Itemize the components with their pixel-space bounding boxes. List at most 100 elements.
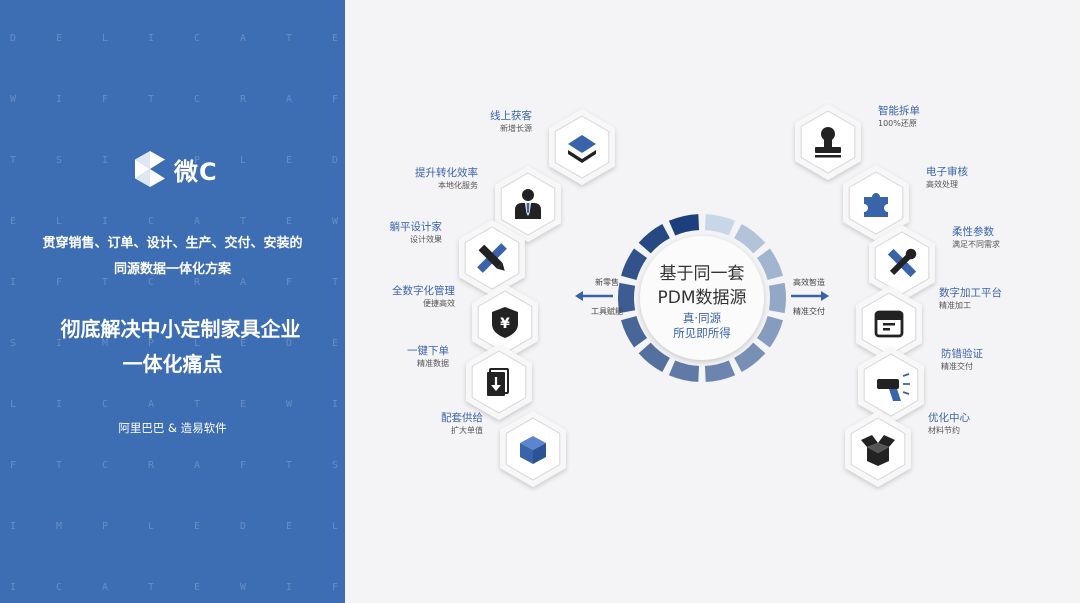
- background-letter: A: [194, 460, 201, 471]
- left-node-label: 线上获客新增长源: [382, 109, 532, 135]
- center-title-line-2: PDM数据源: [657, 288, 747, 308]
- tagline-line-1: 贯穿销售、订单、设计、生产、交付、安装的: [42, 236, 303, 251]
- background-letter: F: [10, 460, 17, 471]
- left-node-5: [466, 344, 532, 420]
- background-letter: W: [10, 94, 17, 105]
- right-node-subtitle: 高效处理: [926, 180, 958, 189]
- left-node-title: 提升转化效率: [415, 167, 478, 179]
- right-node-6: [845, 411, 911, 487]
- left-node-subtitle: 扩大单值: [451, 426, 483, 435]
- ring-segment: [620, 316, 648, 348]
- background-letter: C: [194, 33, 201, 44]
- background-letter: T: [10, 155, 17, 166]
- left-node-label: 全数字化管理便捷高效: [305, 284, 455, 310]
- background-letter: S: [10, 338, 17, 349]
- background-letter: E: [10, 216, 17, 227]
- background-letter: E: [286, 521, 293, 532]
- left-node-title: 线上获客: [490, 110, 532, 122]
- right-node-label: 数字加工平台精准加工: [939, 286, 1080, 312]
- ring-segment: [668, 214, 700, 236]
- background-letter: T: [194, 399, 201, 410]
- background-letter: T: [332, 277, 339, 288]
- brand-name: 微C: [174, 157, 218, 186]
- left-node-subtitle: 本地化服务: [438, 181, 478, 190]
- tagline-line-2: 同源数据一体化方案: [113, 262, 231, 277]
- headline-line-2: 一体化痛点: [122, 352, 223, 376]
- right-node-5: [858, 347, 924, 423]
- left-arrow: [575, 291, 613, 301]
- ring-segment: [756, 248, 784, 280]
- background-letter: F: [332, 94, 339, 105]
- box-icon: [520, 436, 546, 464]
- left-arrow-label-bottom: 工具赋能: [591, 307, 623, 316]
- diagram-canvas: ¥: [459, 104, 935, 487]
- ring-segment: [768, 282, 786, 314]
- right-node-subtitle: 材料节约: [928, 426, 960, 435]
- background-letter: P: [194, 155, 201, 166]
- background-letter: E: [194, 521, 201, 532]
- left-node-label: 提升转化效率本地化服务: [328, 166, 478, 192]
- right-node-title: 优化中心: [928, 412, 970, 424]
- ring-segment: [734, 342, 766, 373]
- right-arrow-label-bottom: 精准交付: [793, 307, 825, 316]
- open-box-icon: [861, 435, 895, 466]
- left-node-label: 配套供给扩大单值: [333, 411, 483, 437]
- left-node-title: 配套供给: [441, 412, 483, 424]
- background-letter: I: [56, 399, 63, 410]
- background-letter: A: [194, 216, 201, 227]
- background-letter: L: [148, 521, 155, 532]
- partners-text: 阿里巴巴 & 造易软件: [118, 421, 227, 435]
- ring-segment: [620, 248, 648, 280]
- ring-segment: [756, 316, 784, 348]
- right-node-label: 防错验证精准交付: [941, 347, 1080, 373]
- background-letter: D: [10, 33, 17, 44]
- left-node-1: [549, 109, 615, 185]
- background-letter: T: [102, 277, 109, 288]
- background-letter: I: [56, 94, 63, 105]
- background-letter: T: [148, 94, 155, 105]
- left-node-2: [495, 166, 561, 242]
- background-letter: A: [286, 94, 293, 105]
- background-letter: A: [240, 277, 247, 288]
- download-doc-icon: [487, 368, 509, 396]
- right-node-subtitle: 满足不同需求: [952, 240, 1000, 249]
- background-letter: E: [332, 338, 339, 349]
- background-letter: I: [102, 155, 109, 166]
- right-node-title: 电子审核: [926, 166, 968, 178]
- pencil-ruler-icon: [477, 243, 507, 273]
- background-letter: I: [56, 338, 63, 349]
- yuan-shield-icon: ¥: [492, 307, 518, 338]
- center-sub-line-1: 真·同源: [682, 311, 722, 325]
- background-letter: C: [194, 94, 201, 105]
- background-letter: D: [240, 521, 247, 532]
- background-letter: E: [286, 155, 293, 166]
- background-letter: F: [286, 277, 293, 288]
- center-title-line-1: 基于同一套: [659, 264, 745, 284]
- ring-segment: [704, 360, 736, 382]
- layers-icon: [568, 135, 596, 163]
- background-letter: T: [240, 216, 247, 227]
- left-node-subtitle: 新增长源: [500, 124, 532, 133]
- svg-text:¥: ¥: [500, 316, 510, 332]
- background-letter: L: [10, 399, 17, 410]
- calendar-icon: [874, 310, 904, 338]
- left-node-title: 一键下单: [407, 345, 449, 357]
- background-letter: P: [102, 521, 109, 532]
- right-node-title: 柔性参数: [952, 226, 994, 238]
- background-letter: C: [102, 460, 109, 471]
- background-letter: R: [240, 94, 247, 105]
- background-letter: L: [102, 33, 109, 44]
- right-node-subtitle: 100%还原: [878, 119, 917, 128]
- background-letter: T: [148, 582, 155, 593]
- brand-logo-icon: [135, 151, 165, 187]
- stamp-icon: [815, 127, 841, 158]
- background-letter: C: [56, 582, 63, 593]
- background-letter-pattern: DELICATEWIFTCRAFTSIMPLEDELICATEWIFTCRAFT…: [0, 0, 345, 603]
- right-node-4: [856, 286, 922, 362]
- background-letter: E: [286, 216, 293, 227]
- background-letter: R: [148, 460, 155, 471]
- right-node-label: 电子审核高效处理: [926, 165, 1076, 191]
- background-letter: E: [194, 582, 201, 593]
- background-letter: F: [332, 582, 339, 593]
